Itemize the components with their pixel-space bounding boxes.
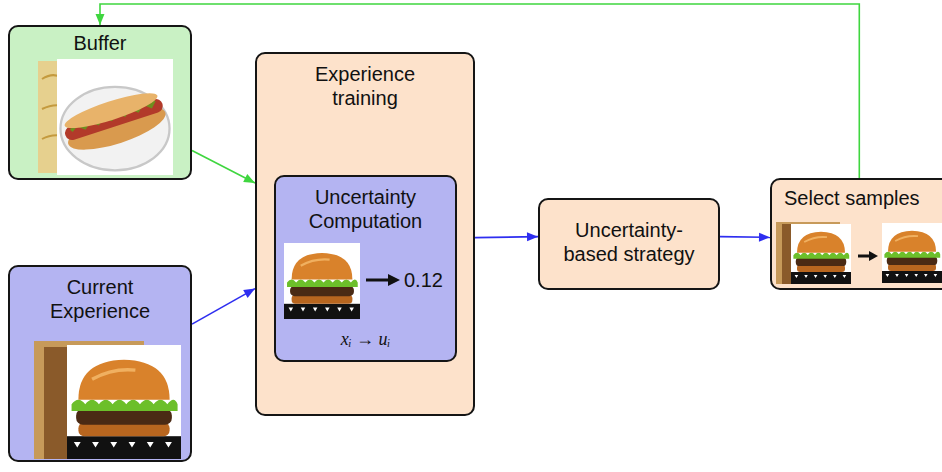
- select-arrowhead: [869, 251, 878, 261]
- value-arrowhead: [388, 274, 400, 286]
- buffer-box: Buffer: [8, 25, 192, 180]
- node-title: Current Experience: [28, 275, 172, 323]
- burger-with-arrow: [282, 241, 402, 321]
- strategy-box: Uncertainty-based strategy: [538, 198, 720, 290]
- food-photo-stack: [34, 335, 188, 459]
- select-arrow: [858, 255, 870, 258]
- burger-photo: [882, 223, 942, 283]
- arrowhead: [527, 232, 538, 241]
- training-panel: Experience training Uncertainty Computat…: [255, 52, 475, 416]
- selected-samples: [776, 220, 942, 286]
- node-title: Uncertainty Computation: [280, 185, 451, 233]
- node-title: Uncertainty-based strategy: [554, 218, 704, 266]
- select-box: Select samples: [770, 178, 942, 290]
- burger-photo: [791, 224, 851, 284]
- hotdog-photo: [57, 59, 173, 175]
- connector: [192, 289, 255, 325]
- arrowhead: [243, 174, 255, 183]
- food-photo-stack: [38, 59, 178, 175]
- arrowhead: [96, 14, 105, 25]
- value-arrow: [366, 279, 390, 282]
- node-title: Experience training: [295, 62, 435, 110]
- node-text: 0.12: [404, 268, 454, 292]
- burger-photo: [284, 243, 360, 319]
- arrowhead: [759, 233, 770, 242]
- burger-photo: [67, 345, 181, 459]
- uncertainty-box: Uncertainty Computation 0.12 xᵢ → uᵢ: [274, 175, 457, 362]
- arrowhead: [243, 289, 255, 298]
- node-text: xᵢ → uᵢ: [292, 329, 439, 351]
- node-title: Select samples: [784, 186, 940, 210]
- connector: [192, 151, 255, 183]
- node-title: Buffer: [10, 31, 190, 55]
- connector: [100, 4, 859, 178]
- experience-box: Current Experience: [8, 265, 192, 462]
